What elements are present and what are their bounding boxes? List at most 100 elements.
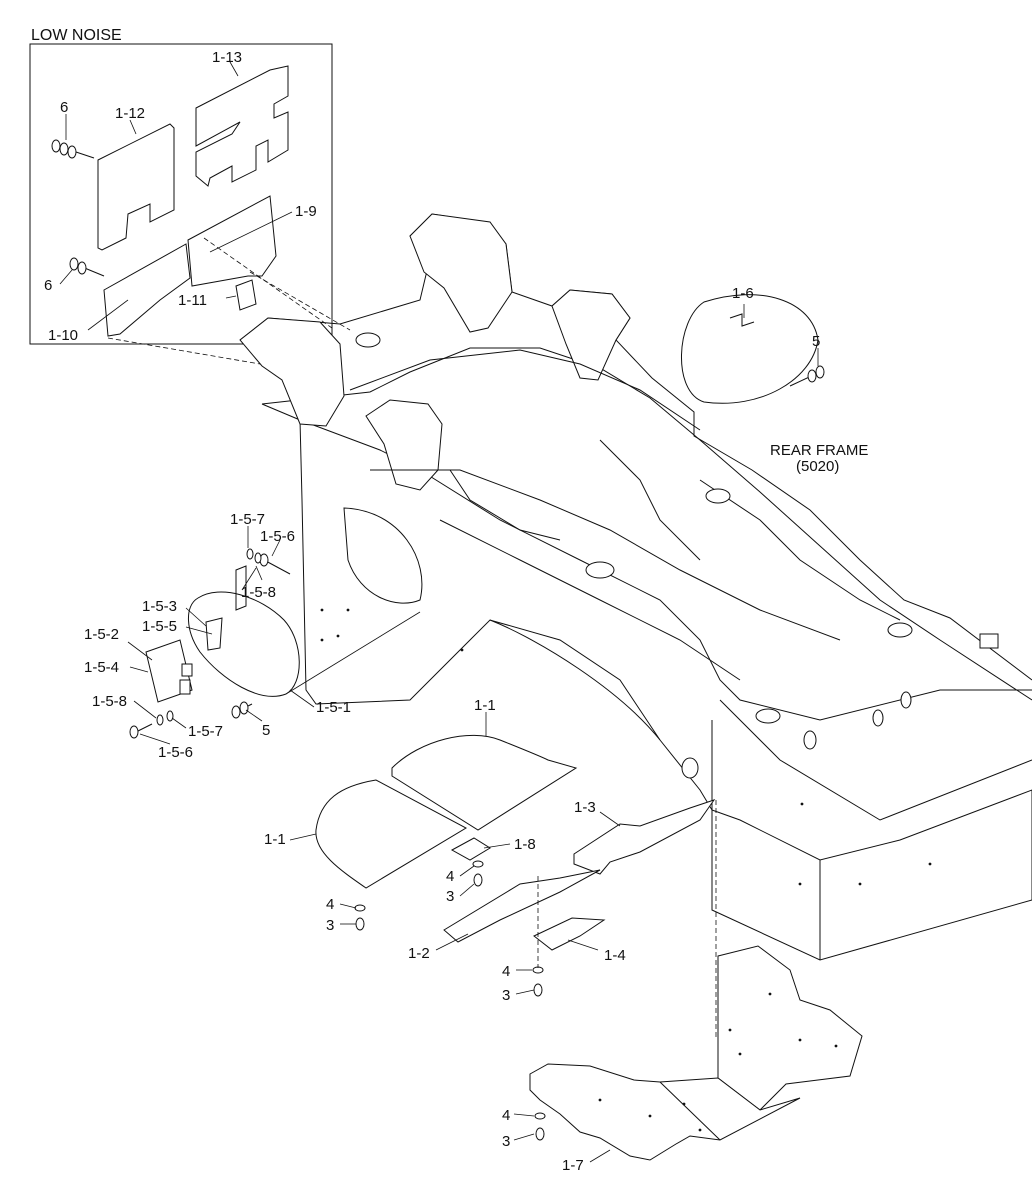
bolt-6-lower [69,257,105,277]
boss-3 [887,622,913,638]
label-1-5-2: 1-5-2 [84,626,119,643]
bolt-3-b [472,860,484,887]
bracket-1-5-3 [235,565,247,611]
projection-line-3 [107,337,261,365]
boss-2 [705,488,731,504]
bolt-3-d [534,1112,546,1141]
label-1-3: 1-3 [574,799,596,816]
bolt-5-lower [231,701,253,719]
plate-1-4 [533,917,606,951]
plate-1-8 [450,837,491,861]
under-cover-1-1-right [391,734,578,831]
label-1-5-3: 1-5-3 [142,598,177,615]
side-cutout [343,507,423,604]
bottom-cover-upper-plate [717,945,863,1111]
inspection-cover-1-6: 1-6 5 [681,285,825,404]
inner-rail-1 [349,349,701,431]
label-4-c: 4 [502,963,510,980]
mount-tower-rear-right [551,289,631,381]
cover-assembly-1-5: 1-5-7 1-5-6 1-5-8 1-5-3 1-5-5 1-5-2 1-5-… [84,511,421,761]
bottom-cover-lower-plate [529,1063,801,1161]
boss-9 [355,332,381,348]
cover-plate-1-5-1 [187,591,300,697]
label-4-b: 4 [446,868,454,885]
boss-5 [681,757,699,779]
label-1-5-7-lower: 1-5-7 [188,723,223,740]
frame-code-label: (5020) [796,458,839,475]
label-1-9: 1-9 [295,203,317,220]
inset-title: LOW NOISE [31,27,122,44]
bolt-1-5-6-lower [129,723,153,739]
frame-top-rail [261,347,1032,701]
bolt-3-a [354,904,366,931]
cover-plate-1-12 [97,123,175,251]
panel-1-10 [103,243,191,337]
label-4-a: 4 [326,896,334,913]
low-noise-inset: LOW NOISE 1-13 1-12 [29,27,333,345]
bolt-6-upper [51,139,95,159]
label-5-lower: 5 [262,722,270,739]
label-1-12: 1-12 [115,105,145,122]
label-1-10: 1-10 [48,327,78,344]
washer-1-5-8-lower [156,714,164,726]
label-1-2: 1-2 [408,945,430,962]
label-1-5-7-upper: 1-5-7 [230,511,265,528]
arch-curve [489,619,661,741]
inner-brace-2 [599,439,701,561]
rear-frame: REAR FRAME (5020) [239,213,1032,961]
label-1-5-5: 1-5-5 [142,618,177,635]
label-1-13: 1-13 [212,49,242,66]
inner-rail-3 [439,519,741,681]
label-1-5-1: 1-5-1 [316,699,351,716]
cover-plate-1-13 [195,65,289,187]
projection-line-2 [249,271,351,331]
label-1-1-top: 1-1 [474,697,496,714]
boss-4 [755,708,781,724]
label-6-upper: 6 [60,99,68,116]
label-1-5-8-lower: 1-5-8 [92,693,127,710]
inner-brace-3 [699,479,901,621]
bolt-3-c [532,966,544,997]
latch-1-5-5 [205,617,223,651]
mount-tower-front-left [239,317,345,427]
label-1-5-6-lower: 1-5-6 [158,744,193,761]
label-3-d: 3 [502,1133,510,1150]
label-1-11: 1-11 [178,292,207,309]
washer-1-5-7-upper [246,548,254,560]
under-cover-1-3 [573,799,716,875]
washer-1-5-8-upper [254,552,262,564]
label-1-5-4: 1-5-4 [84,659,119,676]
bottom-cover-1-7: 4 3 1-7 [502,800,863,1174]
lug-right [979,633,999,649]
label-1-6: 1-6 [732,285,754,302]
label-4-d: 4 [502,1107,510,1124]
under-cover-1-1-left [315,779,468,889]
washer-1-5-7-lower [166,710,174,722]
bolt-1-5-6-upper [259,553,291,575]
boss-8 [900,691,912,709]
frame-name-label: REAR FRAME [770,442,868,459]
inset-border [29,43,333,345]
mount-tower-rear-left [409,213,513,333]
label-1-7: 1-7 [562,1157,584,1174]
boss-1 [585,561,615,579]
frame-lower-box [711,720,1032,961]
bolt-5-upper [789,365,825,387]
label-3-a: 3 [326,917,334,934]
projection-line-1 [203,237,333,329]
label-1-5-8-upper: 1-5-8 [241,584,276,601]
inner-rail-2 [370,469,841,641]
under-covers: 1-1 1-1 1-8 1-3 1-4 1-2 4 3 4 3 4 3 [264,697,716,1141]
hinge-1 [179,679,191,695]
label-6-lower: 6 [44,277,52,294]
boss-6 [803,730,817,750]
hinge-2 [181,663,193,677]
label-5-upper: 5 [812,333,820,350]
frame-lower-box-top [719,699,1032,821]
mount-tower-front-right [365,399,443,491]
label-3-b: 3 [446,888,454,905]
inner-brace-1 [449,469,561,541]
label-3-c: 3 [502,987,510,1004]
label-1-8: 1-8 [514,836,536,853]
